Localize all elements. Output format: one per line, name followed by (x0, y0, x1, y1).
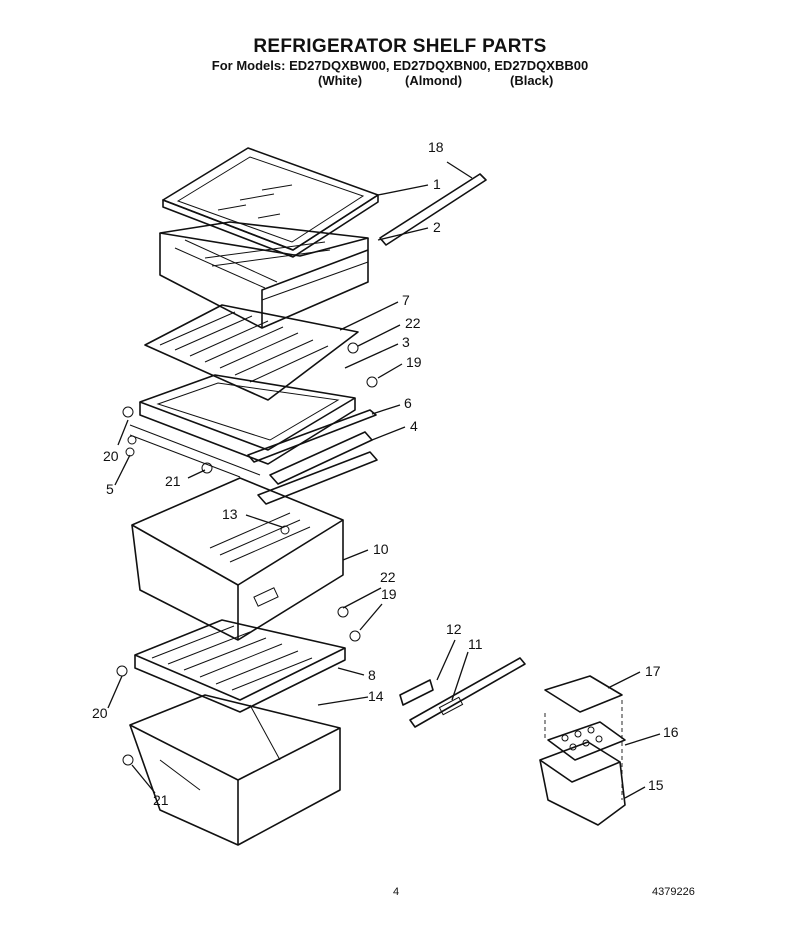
callout-20-upper: 20 (103, 448, 119, 464)
callout-21-upper: 21 (165, 473, 181, 489)
ribbed-shelf-part (134, 619, 346, 713)
callout-10: 10 (373, 541, 389, 557)
shelf-trim-part (247, 409, 377, 463)
callout-18: 18 (428, 139, 444, 155)
leader-lines (107, 161, 661, 799)
callout-15: 15 (648, 777, 664, 793)
callout-6: 6 (404, 395, 412, 411)
fastener-parts (116, 342, 378, 766)
callout-4: 4 (410, 418, 418, 434)
callout-19-lower: 19 (381, 586, 397, 602)
bottom-drawer-part (129, 694, 341, 846)
drawer-bracket-part (399, 657, 526, 728)
callout-13: 13 (222, 506, 238, 522)
callout-2: 2 (433, 219, 441, 235)
callout-1: 1 (433, 176, 441, 192)
page-number: 4 (393, 886, 400, 898)
crisper-drawer-part (159, 221, 369, 329)
document-number: 4379226 (652, 886, 695, 898)
callout-8: 8 (368, 667, 376, 683)
glass-shelf-part (162, 147, 379, 258)
callout-20-lower: 20 (92, 705, 108, 721)
shelf-frame-part (125, 374, 356, 478)
meat-drawer-part (131, 477, 344, 641)
shelf-trim-front-part (257, 451, 378, 505)
callout-11: 11 (468, 636, 483, 652)
color-black: (Black) (510, 73, 554, 88)
page-title: REFRIGERATOR SHELF PARTS (253, 36, 547, 57)
model-list: For Models: ED27DQXBW00, ED27DQXBN00, ED… (211, 58, 589, 73)
callout-3: 3 (402, 334, 410, 350)
callout-22-lower: 22 (380, 569, 396, 585)
callout-5: 5 (106, 481, 114, 497)
crisper-cover-part (144, 304, 359, 401)
trim-strip-part (379, 173, 487, 246)
callout-21-lower: 21 (153, 792, 169, 808)
callout-17: 17 (645, 663, 661, 679)
callout-14: 14 (368, 688, 384, 704)
callout-12: 12 (446, 621, 462, 637)
callout-7: 7 (402, 292, 410, 308)
callout-19-upper: 19 (406, 354, 422, 370)
callout-16: 16 (663, 724, 679, 740)
color-almond: (Almond) (405, 73, 463, 88)
egg-bin-part (539, 675, 626, 826)
color-white: (White) (318, 73, 363, 88)
callout-22-upper: 22 (405, 315, 421, 331)
